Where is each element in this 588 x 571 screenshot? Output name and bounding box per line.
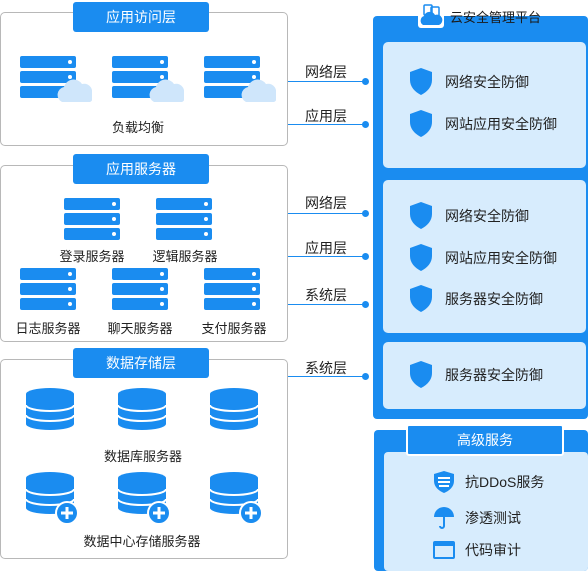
advanced-service-label: 渗透测试 bbox=[465, 510, 521, 526]
storage-expand-icon bbox=[210, 472, 263, 525]
connector-line bbox=[288, 124, 366, 125]
advanced-service-item: 代码审计 bbox=[433, 540, 521, 560]
advanced-service-label: 抗DDoS服务 bbox=[465, 474, 545, 490]
connector-dot bbox=[362, 301, 369, 308]
log-server-label: 日志服务器 bbox=[15, 321, 81, 336]
data-center-storage-caption: 数据中心存储服务器 bbox=[83, 534, 201, 549]
app-server-title: 应用服务器 bbox=[73, 154, 209, 184]
login-server-icon bbox=[64, 198, 120, 240]
logic-server-label: 逻辑服务器 bbox=[152, 249, 218, 264]
umbrella-icon bbox=[434, 507, 454, 529]
chat-server-label: 聊天服务器 bbox=[107, 321, 173, 336]
connector-label: 系统层 bbox=[305, 287, 347, 303]
log-server-icon bbox=[20, 268, 76, 310]
load-balancer-caption: 负载均衡 bbox=[111, 120, 164, 135]
defense-item-label: 网络安全防御 bbox=[445, 207, 529, 224]
firewall-icon bbox=[434, 471, 454, 493]
connector-label: 应用层 bbox=[305, 108, 347, 124]
defense-item: 网站应用安全防御 bbox=[409, 243, 557, 272]
database-icon bbox=[26, 388, 75, 431]
defense-item: 网络安全防御 bbox=[409, 67, 529, 96]
defense-item-label: 服务器安全防御 bbox=[445, 290, 543, 307]
shield-icon bbox=[410, 110, 432, 137]
connector-label: 应用层 bbox=[305, 240, 347, 256]
defense-item-label: 服务器安全防御 bbox=[445, 366, 543, 383]
connector-line bbox=[288, 213, 366, 214]
payment-server-label: 支付服务器 bbox=[201, 321, 267, 336]
advanced-services-title: 高级服务 bbox=[406, 424, 564, 456]
defense-item: 网站应用安全防御 bbox=[409, 109, 557, 138]
connector-label: 网络层 bbox=[305, 64, 347, 80]
shield-icon bbox=[410, 361, 432, 388]
load-balancer-server-icon bbox=[204, 56, 276, 102]
connector-label: 网络层 bbox=[305, 195, 347, 211]
advanced-service-label: 代码审计 bbox=[465, 542, 521, 558]
login-server-label: 登录服务器 bbox=[59, 249, 125, 264]
platform-title: 云安全管理平台 bbox=[450, 10, 542, 25]
defense-item: 网络安全防御 bbox=[409, 201, 529, 230]
database-server-caption: 数据库服务器 bbox=[103, 449, 182, 464]
storage-expand-icon bbox=[118, 472, 171, 525]
connector-line bbox=[288, 304, 366, 305]
advanced-service-item: 抗DDoS服务 bbox=[433, 470, 544, 494]
defense-item-label: 网站应用安全防御 bbox=[445, 249, 557, 266]
payment-server-icon bbox=[204, 268, 260, 310]
defense-item: 服务器安全防御 bbox=[409, 284, 543, 313]
connector-line bbox=[288, 81, 366, 82]
advanced-services-card bbox=[384, 452, 588, 571]
shield-icon bbox=[410, 68, 432, 95]
shield-icon bbox=[410, 244, 432, 271]
connector-label: 系统层 bbox=[305, 360, 347, 376]
shield-icon bbox=[410, 202, 432, 229]
logic-server-icon bbox=[156, 198, 212, 240]
database-icon bbox=[210, 388, 259, 431]
platform-logo-icon bbox=[418, 2, 444, 28]
load-balancer-server-icon bbox=[112, 56, 184, 102]
connector-dot bbox=[362, 121, 369, 128]
database-icon bbox=[118, 388, 167, 431]
connector-dot bbox=[362, 210, 369, 217]
defense-item: 服务器安全防御 bbox=[409, 360, 543, 389]
defense-item-label: 网络安全防御 bbox=[445, 73, 529, 90]
connector-dot bbox=[362, 253, 369, 260]
shield-icon bbox=[410, 285, 432, 312]
defense-card bbox=[383, 42, 586, 168]
connector-line bbox=[288, 376, 366, 377]
defense-item-label: 网站应用安全防御 bbox=[445, 115, 557, 132]
chat-server-icon bbox=[112, 268, 168, 310]
data-storage-title: 数据存储层 bbox=[73, 348, 209, 378]
connector-line bbox=[288, 256, 366, 257]
advanced-service-item: 渗透测试 bbox=[433, 506, 521, 530]
connector-dot bbox=[362, 373, 369, 380]
load-balancer-server-icon bbox=[20, 56, 92, 102]
window-icon bbox=[433, 541, 455, 559]
app-server-panel bbox=[0, 165, 288, 342]
storage-expand-icon bbox=[26, 472, 79, 525]
app-access-layer-title: 应用访问层 bbox=[73, 2, 209, 32]
connector-dot bbox=[362, 78, 369, 85]
